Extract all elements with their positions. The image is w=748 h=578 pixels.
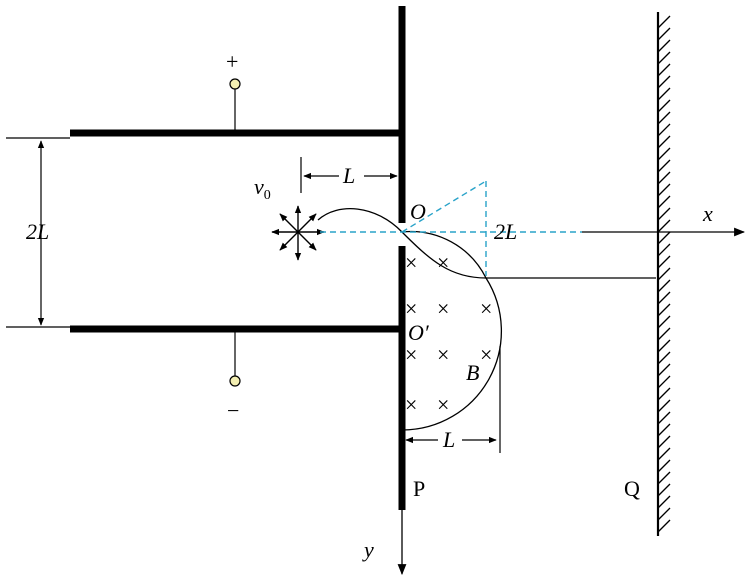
- hatch-mark: [657, 459, 671, 473]
- x-axis-label: x: [702, 201, 713, 226]
- hatch-mark: [657, 387, 671, 401]
- field-marker: ×: [480, 296, 492, 321]
- hatch-mark: [657, 303, 671, 317]
- hatch-mark: [657, 327, 671, 341]
- hatch-mark: [657, 123, 671, 137]
- hatch-mark: [657, 471, 671, 485]
- origin-label: O: [410, 199, 426, 224]
- field-marker: ×: [480, 342, 492, 367]
- bottom-dimension-label: L: [442, 427, 455, 452]
- hatch-mark: [657, 363, 671, 377]
- hatch-mark: [657, 27, 671, 41]
- hatch-mark: [657, 219, 671, 233]
- hatch-mark: [657, 423, 671, 437]
- hatch-mark: [657, 87, 671, 101]
- top-dimension-label: L: [342, 163, 355, 188]
- field-marker: ×: [437, 250, 449, 275]
- hatch-mark: [657, 99, 671, 113]
- hatch-mark: [657, 183, 671, 197]
- plus-sign: +: [226, 49, 238, 74]
- field-region-boundary: [401, 230, 503, 431]
- construction-lines: [320, 180, 582, 276]
- hatch-mark: [657, 159, 671, 173]
- field-marker: ×: [437, 342, 449, 367]
- field-marker: ×: [437, 392, 449, 417]
- velocity-label: v0: [254, 174, 271, 203]
- hatch-mark: [657, 195, 671, 209]
- hatch-mark: [657, 207, 671, 221]
- screen-hatching: [657, 15, 671, 533]
- field-marker: ×: [405, 392, 417, 417]
- field-marker: ×: [437, 296, 449, 321]
- hatch-mark: [657, 15, 671, 29]
- center-label: O′: [408, 320, 430, 345]
- left-dimension-label: 2L: [26, 219, 49, 244]
- hatch-mark: [657, 375, 671, 389]
- minus-sign: −: [227, 398, 239, 423]
- particle-trajectory: [317, 208, 656, 279]
- negative-terminal: [229, 375, 241, 387]
- field-marker: ×: [405, 250, 417, 275]
- hatch-mark: [657, 483, 671, 497]
- hatch-mark: [657, 267, 671, 281]
- field-marker: ×: [405, 342, 417, 367]
- hatch-mark: [657, 315, 671, 329]
- hatch-mark: [657, 135, 671, 149]
- hatch-mark: [657, 63, 671, 77]
- plate-p-label: P: [413, 476, 425, 501]
- hatch-mark: [657, 447, 671, 461]
- y-axis-label: y: [362, 537, 374, 562]
- hatch-mark: [657, 519, 671, 533]
- hatch-mark: [657, 351, 671, 365]
- hatch-mark: [657, 411, 671, 425]
- hatch-mark: [657, 147, 671, 161]
- hatch-mark: [657, 507, 671, 521]
- field-markers: × × × × × × × × × ×: [405, 250, 492, 417]
- hatch-mark: [657, 435, 671, 449]
- hatch-mark: [657, 75, 671, 89]
- hatch-mark: [657, 111, 671, 125]
- hatch-mark: [657, 171, 671, 185]
- particle-source-arrows: [271, 205, 325, 261]
- field-marker: ×: [405, 296, 417, 321]
- hatch-mark: [657, 339, 671, 353]
- hatch-mark: [657, 279, 671, 293]
- positive-terminal: [229, 78, 241, 90]
- field-label: B: [466, 360, 479, 385]
- construction-length-label: 2L: [494, 219, 517, 244]
- hatch-mark: [657, 51, 671, 65]
- hatch-mark: [657, 291, 671, 305]
- hatch-mark: [657, 399, 671, 413]
- hatch-mark: [657, 39, 671, 53]
- hatch-mark: [657, 231, 671, 245]
- screen-q-label: Q: [624, 476, 640, 501]
- hatch-mark: [657, 243, 671, 257]
- hatch-mark: [657, 255, 671, 269]
- hatch-mark: [657, 495, 671, 509]
